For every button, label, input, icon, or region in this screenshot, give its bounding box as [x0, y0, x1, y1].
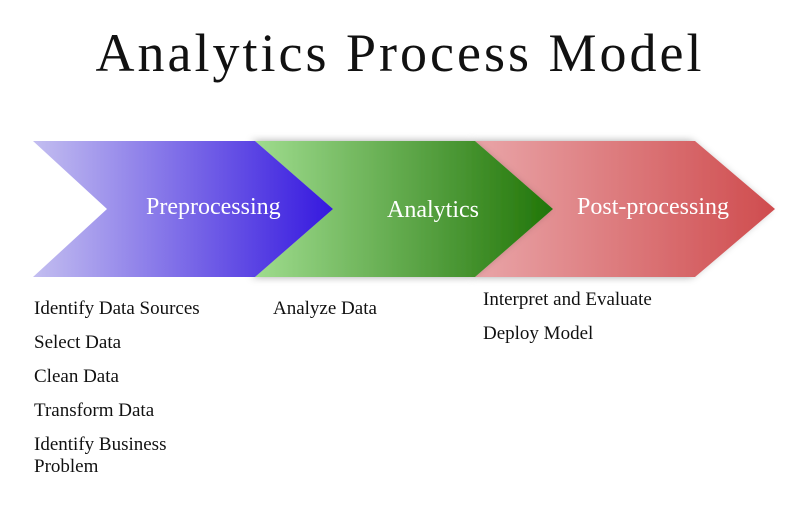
step-item: Select Data — [34, 332, 122, 353]
stage-label-preprocessing: Preprocessing — [146, 194, 281, 220]
step-item: Deploy Model — [483, 323, 594, 344]
stage-arrow-preprocessing — [33, 141, 333, 277]
stage-label-post-processing: Post-processing — [577, 194, 729, 220]
step-item: Analyze Data — [273, 298, 377, 319]
step-item: Identify Business Problem — [34, 434, 167, 477]
step-item: Clean Data — [34, 366, 119, 387]
post-processing-steps: Interpret and Evaluate Deploy Model — [483, 283, 652, 351]
step-item: Identify Data Sources — [34, 298, 200, 319]
step-item: Interpret and Evaluate — [483, 289, 652, 310]
analytics-steps: Analyze Data — [273, 292, 377, 326]
stage-arrow-post-processing — [475, 141, 775, 277]
stage-label-analytics: Analytics — [387, 197, 479, 223]
preprocessing-steps: Identify Data Sources Select Data Clean … — [34, 292, 214, 478]
stage-arrow-analytics — [255, 141, 553, 277]
step-item: Transform Data — [34, 400, 155, 421]
diagram-title: Analytics Process Model — [95, 23, 705, 83]
